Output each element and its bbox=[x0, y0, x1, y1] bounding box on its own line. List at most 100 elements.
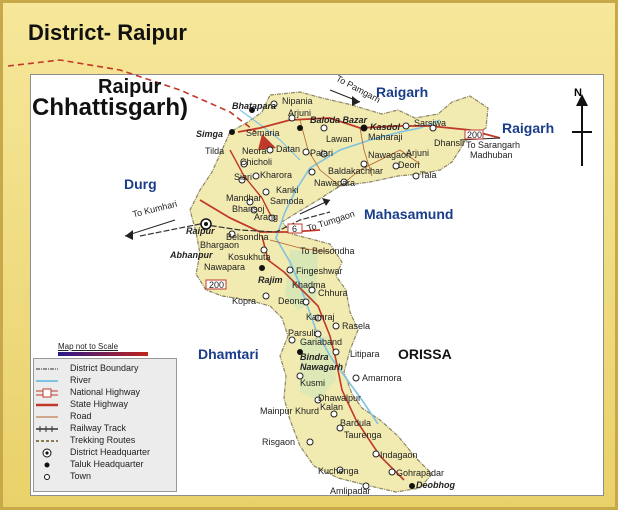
town-label: Kharora bbox=[260, 170, 293, 180]
legend-label: Town bbox=[70, 471, 92, 481]
nh-shield-label: 200 bbox=[209, 280, 225, 290]
town-label: Kuchenga bbox=[318, 466, 359, 476]
region-mahasamund: Mahasamund bbox=[364, 206, 454, 222]
district-boundary-icon bbox=[36, 364, 58, 374]
town-label: Tilda bbox=[205, 146, 225, 156]
pointer-line bbox=[7, 59, 257, 133]
town-label: Kasdol bbox=[370, 122, 401, 132]
town-label: Semaria bbox=[246, 128, 280, 138]
town-label: Arang bbox=[254, 212, 279, 222]
state-highway-icon bbox=[36, 400, 58, 410]
town-label: Amlipadar bbox=[330, 486, 371, 496]
town-label: Parsuli bbox=[288, 328, 316, 338]
district-hq-icon bbox=[36, 448, 58, 458]
town-label: Lawan bbox=[326, 134, 353, 144]
town-label: Taurenga bbox=[344, 430, 382, 440]
river-icon bbox=[36, 376, 58, 386]
town-label: Neora bbox=[242, 146, 267, 156]
north-arrow-icon bbox=[572, 94, 592, 166]
town-label: Rasela bbox=[342, 321, 371, 331]
town-label: Deona bbox=[278, 296, 305, 306]
town-label: Abhanpur bbox=[170, 250, 213, 260]
town-label: Kusmi bbox=[300, 378, 326, 388]
legend-item: District Headquarter bbox=[36, 447, 150, 458]
legend-label: District Boundary bbox=[70, 363, 139, 373]
town-label: Tala bbox=[420, 170, 437, 180]
town-label: Kalan bbox=[320, 402, 344, 412]
legend-label: River bbox=[70, 375, 92, 385]
town-icon bbox=[36, 472, 58, 482]
legend-label: Road bbox=[70, 411, 92, 421]
town-label: Nipania bbox=[282, 96, 313, 106]
scale-note: Map not to Scale bbox=[58, 342, 119, 351]
legend-item: Town bbox=[36, 471, 91, 482]
town-label: Nawagaon bbox=[368, 150, 412, 160]
town-label: Mainpur Khurd bbox=[260, 406, 320, 416]
legend-item: River bbox=[36, 375, 91, 386]
town-label: Chhura bbox=[318, 288, 348, 298]
road-icon bbox=[36, 412, 58, 422]
town-label: Deori bbox=[398, 160, 420, 170]
town-label: Madhuban bbox=[470, 150, 513, 160]
town-label: Siari bbox=[234, 172, 253, 182]
town-label: Dhansir bbox=[434, 138, 466, 148]
town-label: Litipara bbox=[350, 349, 380, 359]
town-label: Baldakachhar bbox=[328, 166, 384, 176]
region-raigarh-top: Raigarh bbox=[376, 84, 429, 100]
town-label: Palari bbox=[310, 148, 334, 158]
legend-item: National Highway bbox=[36, 387, 140, 398]
town-label: Kopra bbox=[232, 296, 257, 306]
town-label: Raipur bbox=[186, 226, 215, 236]
town-label: Nawapara bbox=[314, 178, 356, 188]
legend-label: Taluk Headquarter bbox=[70, 459, 144, 469]
town-label: Nawapara bbox=[204, 262, 246, 272]
town-label: Baloda Bazar bbox=[310, 115, 368, 125]
town-label: Kosukhuta bbox=[228, 252, 271, 262]
mahanadi-river bbox=[275, 119, 441, 425]
railway-icon bbox=[36, 424, 58, 434]
town-label: Simga bbox=[196, 129, 224, 139]
town-label: Bhansoj bbox=[232, 204, 265, 214]
nh-shield-label: 200 bbox=[467, 130, 483, 140]
legend-item: Road bbox=[36, 411, 92, 422]
region-durg: Durg bbox=[124, 176, 157, 192]
town-label: Indagaon bbox=[380, 450, 418, 460]
legend-label: Railway Track bbox=[70, 423, 127, 433]
town-label: Kamraj bbox=[306, 312, 335, 322]
town-label: Amarnora bbox=[362, 373, 402, 383]
town-label: Belsondha bbox=[226, 232, 269, 242]
taluk-hq-icon bbox=[36, 460, 58, 470]
legend-item: Railway Track bbox=[36, 423, 126, 434]
town-label: Datan bbox=[276, 144, 301, 154]
seonath-river bbox=[239, 109, 301, 161]
legend-item: District Boundary bbox=[36, 363, 139, 374]
town-label: To Belsondha bbox=[300, 246, 355, 256]
state-name-line1: Raipur bbox=[98, 76, 162, 98]
town-label: Gohrapadar bbox=[396, 468, 445, 478]
town-label: Risgaon bbox=[262, 437, 296, 447]
town-label: Fingeshwar bbox=[296, 266, 343, 276]
legend-item: Trekking Routes bbox=[36, 435, 135, 446]
legend-label: National Highway bbox=[70, 387, 141, 397]
trekking-route-icon bbox=[36, 436, 58, 446]
road-destination: To Sarangarh bbox=[466, 140, 521, 150]
north-label: N bbox=[574, 87, 582, 99]
railway-line bbox=[139, 211, 331, 237]
town-label: Bhatapara bbox=[232, 101, 277, 111]
town-label: Bardula bbox=[340, 418, 372, 428]
region-dhamtari: Dhamtari bbox=[198, 346, 259, 362]
legend-label: District Headquarter bbox=[70, 447, 151, 457]
town-label: Bhargaon bbox=[200, 240, 240, 250]
town-label: Gariaband bbox=[300, 337, 343, 347]
town-label: Sarsiwa bbox=[414, 118, 447, 128]
legend-label: Trekking Routes bbox=[70, 435, 136, 445]
map-title: District- Raipur bbox=[28, 20, 187, 45]
town-label: Rajim bbox=[258, 275, 283, 285]
map-legend: District Boundary River National Highway… bbox=[33, 358, 177, 492]
national-highway-icon bbox=[36, 388, 58, 398]
town-label: Khadma bbox=[292, 280, 326, 290]
town-label: Dhawalpur bbox=[318, 393, 362, 403]
town-label: Arjuni bbox=[406, 148, 430, 158]
region-raigarh-right: Raigarh bbox=[502, 120, 555, 136]
town-label: Samoda bbox=[270, 196, 304, 206]
